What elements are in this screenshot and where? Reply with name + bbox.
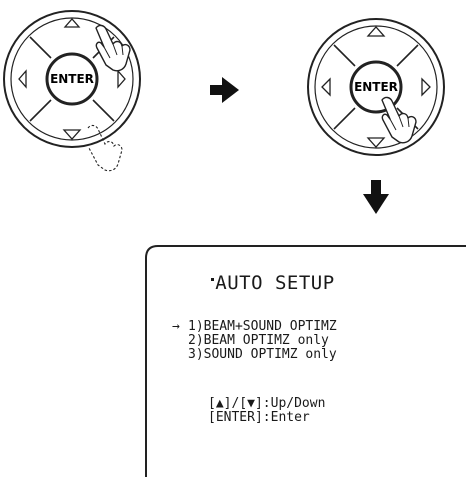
- right-step-arrow-icon: [210, 77, 239, 103]
- menu-cursor-icon: →: [172, 319, 180, 334]
- title-marker: [211, 278, 214, 281]
- menu-item-beam-sound-optimz[interactable]: 1)BEAM+SOUND OPTIMZ: [188, 319, 337, 334]
- page-title: AUTO SETUP: [215, 272, 334, 294]
- down-step-arrow-icon: [363, 180, 389, 214]
- enter-button[interactable]: ENTER: [47, 54, 97, 104]
- remote-pad-left: ENTER: [4, 11, 140, 171]
- help-line-navigation: [▲]/[▼]:Up/Down: [208, 396, 325, 411]
- menu-item-sound-optimz-only[interactable]: 3)SOUND OPTIMZ only: [188, 347, 337, 362]
- help-line-enter: [ENTER]:Enter: [208, 410, 310, 425]
- enter-button-label: ENTER: [50, 72, 94, 86]
- enter-button-label: ENTER: [354, 80, 398, 94]
- auto-setup-screen: AUTO SETUP → 1)BEAM+SOUND OPTIMZ 2)BEAM …: [146, 246, 466, 477]
- menu-item-beam-optimz-only[interactable]: 2)BEAM OPTIMZ only: [188, 333, 329, 348]
- remote-pad-right: ENTER: [308, 19, 444, 155]
